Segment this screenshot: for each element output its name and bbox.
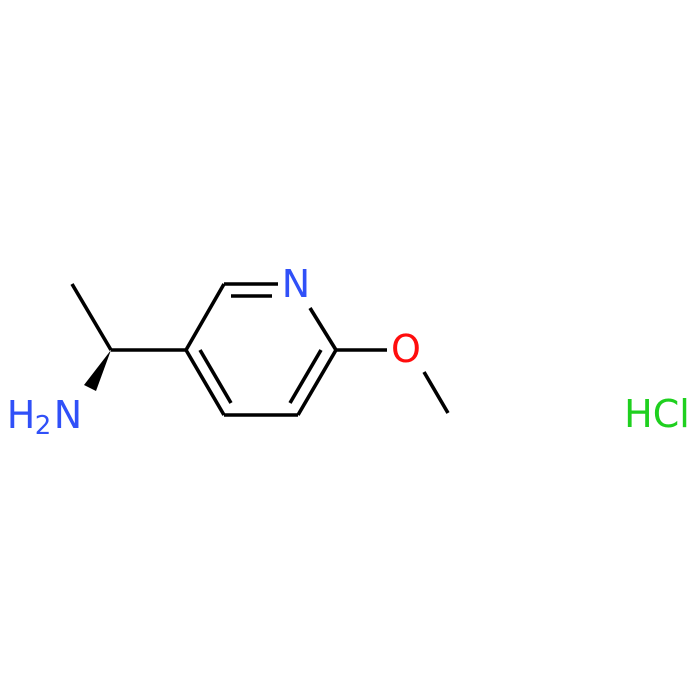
- bond-o-methyl: [422, 371, 450, 414]
- bond-c4-c3-inner: [198, 349, 233, 404]
- bond-methyl-chiral: [70, 283, 113, 351]
- ring-nitrogen-label: N: [282, 262, 310, 306]
- bond-c4-c3: [184, 349, 226, 416]
- wedge-bond-amine: [84, 350, 111, 391]
- atom-labels: N O H 2 N HCl: [7, 262, 690, 441]
- bond-n1-c6: [308, 307, 338, 351]
- bonds: [70, 282, 450, 417]
- amine-h-label: H: [7, 393, 36, 437]
- bond-c3-c2: [184, 283, 226, 351]
- amine-n-label: N: [54, 393, 82, 437]
- hcl-salt-label: HCl: [624, 392, 690, 436]
- amine-subscript-label: 2: [35, 411, 52, 441]
- oxygen-label: O: [391, 327, 421, 371]
- bond-c6-c5: [296, 349, 338, 416]
- bond-c6-c5-inner: [288, 349, 323, 404]
